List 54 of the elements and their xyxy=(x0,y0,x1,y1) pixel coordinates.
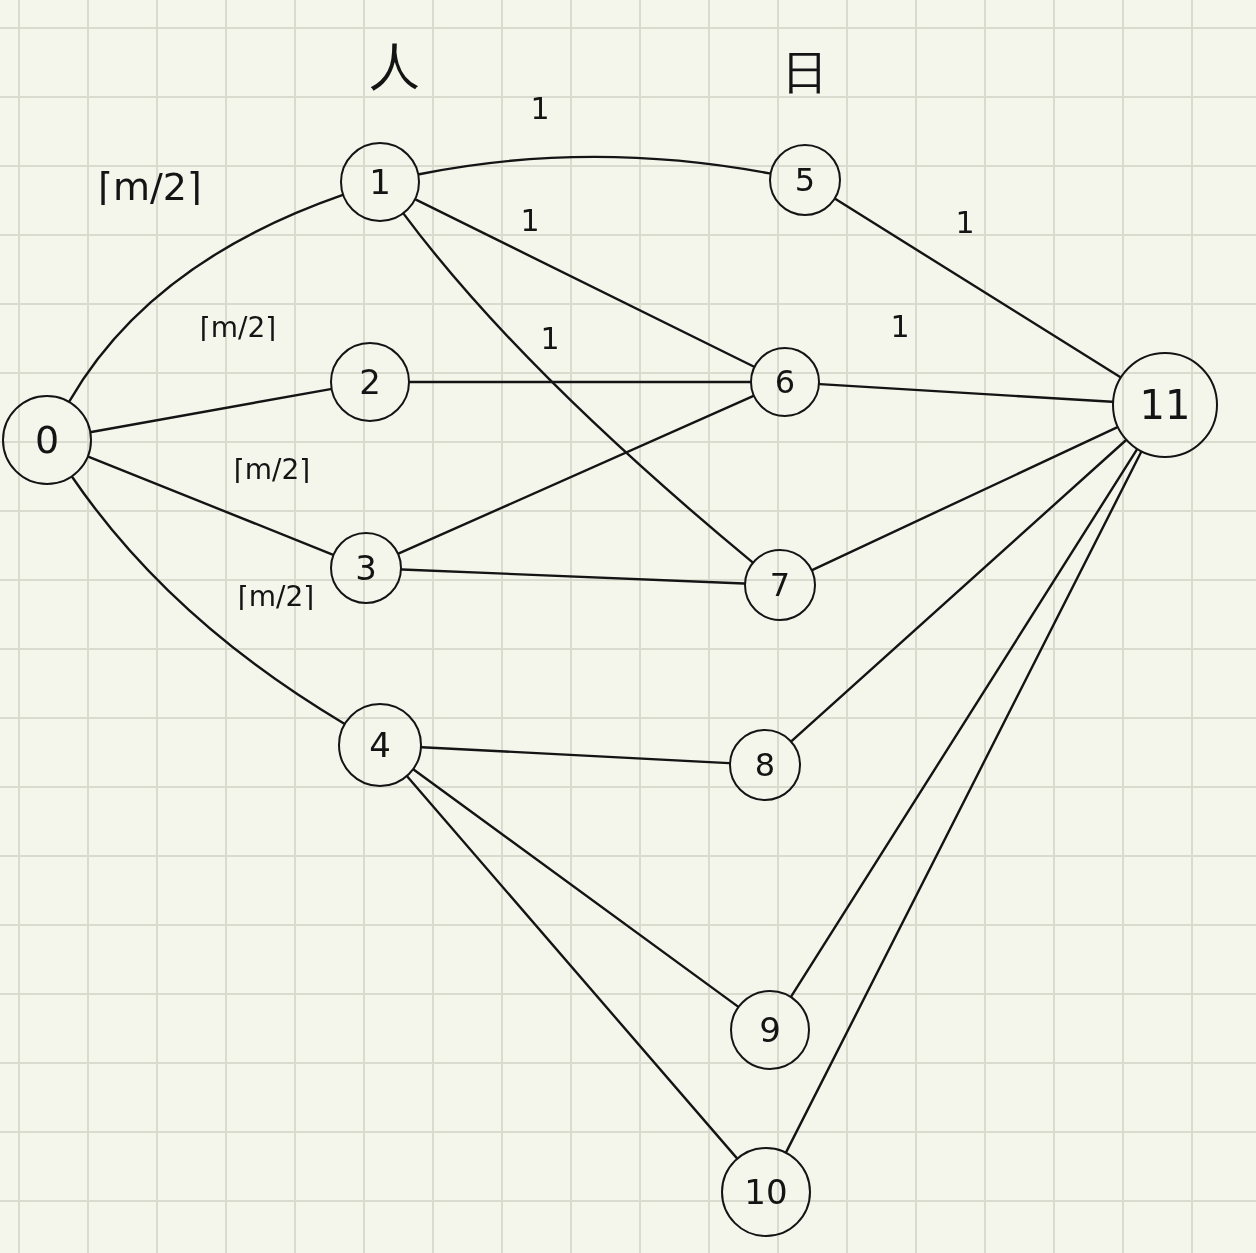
edge-label: ⌈m/2⌉ xyxy=(237,581,315,613)
edge-label: ⌈m/2⌉ xyxy=(98,167,202,209)
edge-line xyxy=(406,775,738,1160)
node-circle xyxy=(730,990,810,1070)
edge-line xyxy=(408,380,752,384)
node-circle xyxy=(330,532,402,604)
edge-line xyxy=(397,395,755,555)
node-circle xyxy=(340,142,420,222)
edge-label: 1 xyxy=(530,91,550,125)
node-number: 11 xyxy=(1139,385,1191,425)
node-circle xyxy=(338,703,422,787)
node-number: 2 xyxy=(359,365,381,399)
node-number: 4 xyxy=(369,728,391,762)
node-number: 5 xyxy=(794,164,816,196)
edge-line xyxy=(412,768,739,1008)
edge-line xyxy=(418,155,771,176)
edge-line xyxy=(785,451,1143,1154)
edge-line xyxy=(414,198,755,368)
edge-line xyxy=(87,455,334,556)
node-number: 9 xyxy=(759,1013,781,1047)
edge-label: 1 xyxy=(540,321,560,355)
edge-line xyxy=(71,476,346,725)
edge-line xyxy=(68,193,344,403)
edge-label: 1 xyxy=(520,203,540,237)
node-number: 10 xyxy=(744,1175,788,1209)
node-circle xyxy=(721,1147,811,1237)
edge-line xyxy=(834,197,1122,379)
node-number: 0 xyxy=(34,421,60,459)
edge-line xyxy=(790,439,1127,743)
edge-line xyxy=(420,746,731,765)
edge-label: 1 xyxy=(955,205,975,239)
edge-line xyxy=(818,382,1114,403)
edge-line xyxy=(402,212,754,564)
edge-line xyxy=(790,448,1138,998)
edge-line xyxy=(90,387,332,434)
edge-label: ⌈m/2⌉ xyxy=(233,454,311,486)
node-number: 7 xyxy=(769,569,791,601)
edge-label: ⌈m/2⌉ xyxy=(199,312,277,344)
edge-line xyxy=(811,426,1119,571)
column-label: 日 xyxy=(782,46,828,98)
node-number: 8 xyxy=(754,749,776,781)
node-circle xyxy=(750,347,820,417)
node-number: 6 xyxy=(774,366,796,398)
node-circle xyxy=(2,395,92,485)
column-label: 人 xyxy=(370,38,420,94)
node-number: 1 xyxy=(369,165,391,199)
node-circle xyxy=(744,549,816,621)
edge-label: 1 xyxy=(890,309,910,343)
node-number: 3 xyxy=(355,551,377,585)
node-circle xyxy=(1112,352,1218,458)
node-circle xyxy=(729,729,801,801)
edge-line xyxy=(400,568,746,585)
node-circle xyxy=(330,342,410,422)
node-circle xyxy=(769,144,841,216)
